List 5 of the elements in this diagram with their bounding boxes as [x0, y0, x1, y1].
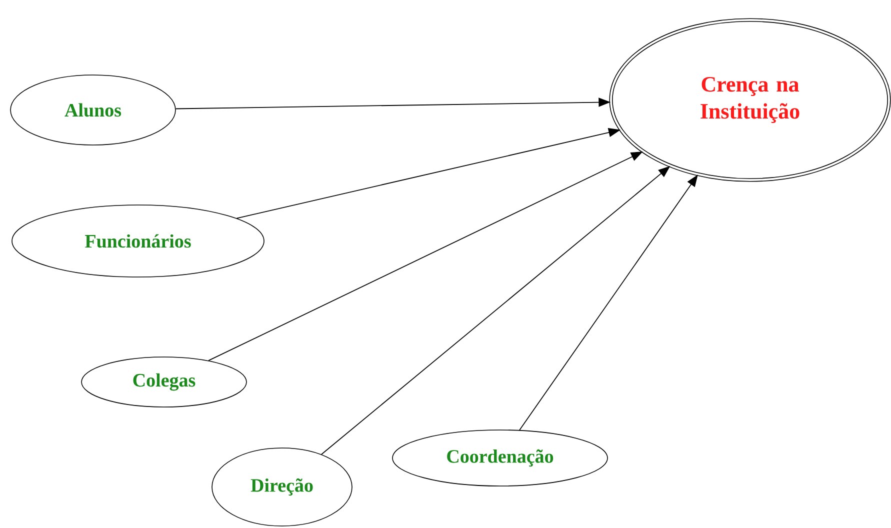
ellipse-node: Direção [212, 448, 352, 526]
ellipse-node: Colegas [81, 356, 247, 408]
ellipse-node: Alunos [10, 74, 176, 146]
ellipse-node: Coordenação [392, 430, 608, 486]
ellipse-node: Funcionários [12, 204, 264, 278]
